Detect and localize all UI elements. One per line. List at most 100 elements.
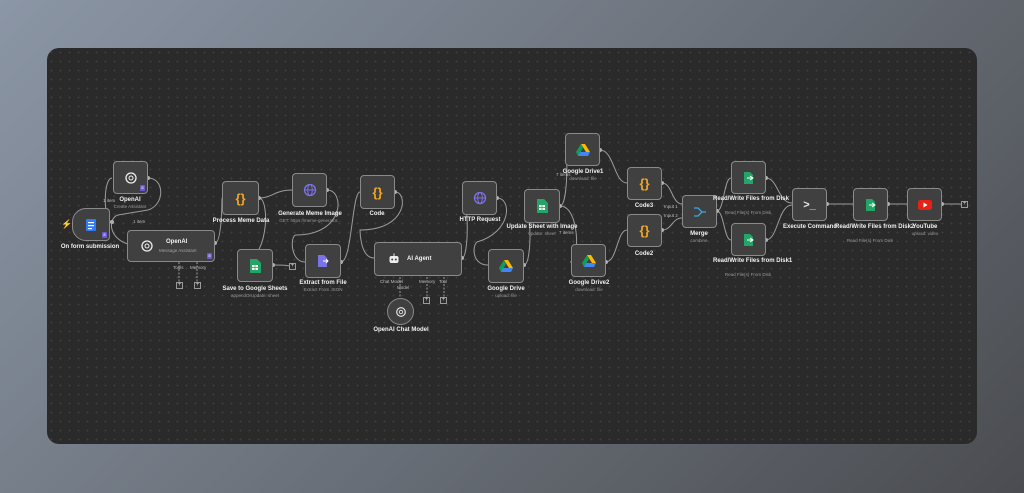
node-label: Read/Write Files from Disk1 bbox=[713, 258, 793, 264]
add-memory-button[interactable]: + bbox=[423, 297, 430, 304]
node-sublabel: GET: https://meme-generator... bbox=[279, 218, 341, 223]
node-sublabel: appendOrUpdate: sheet bbox=[230, 293, 280, 298]
node-label: OpenAI bbox=[166, 239, 188, 245]
node-label: Process Meme Data bbox=[212, 218, 270, 224]
node-process-meme-data[interactable]: {} bbox=[222, 181, 259, 215]
node-rw-disk1[interactable] bbox=[731, 223, 766, 256]
node-label: On form submission bbox=[60, 244, 120, 250]
node-label: Read/Write Files from Disk bbox=[713, 196, 789, 202]
google-sheets-icon bbox=[246, 257, 264, 275]
extract-file-icon bbox=[314, 252, 332, 270]
edge-label: 1 item bbox=[103, 198, 116, 203]
node-google-drive1[interactable] bbox=[565, 133, 600, 166]
robot-icon bbox=[385, 250, 403, 268]
youtube-icon bbox=[916, 196, 934, 214]
openai-icon bbox=[138, 237, 156, 255]
node-label: Code3 bbox=[634, 203, 654, 209]
node-code[interactable]: {} bbox=[360, 175, 395, 209]
add-tool-button[interactable]: + bbox=[176, 282, 183, 289]
node-label: OpenAI bbox=[119, 197, 141, 203]
add-node-button[interactable]: + bbox=[961, 201, 968, 208]
form-icon bbox=[82, 216, 100, 234]
terminal-icon: >_ bbox=[803, 198, 816, 211]
node-ai-agent[interactable]: AI Agent bbox=[374, 242, 462, 276]
node-google-drive2[interactable] bbox=[571, 244, 606, 277]
code-braces-icon: {} bbox=[639, 223, 650, 238]
node-label: Code bbox=[369, 211, 385, 217]
port-tool-label: Tool bbox=[439, 279, 448, 284]
node-save-google-sheets[interactable] bbox=[237, 249, 273, 282]
node-label: Extract from File bbox=[299, 280, 347, 286]
port-tools-label: Tools bbox=[173, 265, 184, 270]
node-youtube[interactable] bbox=[907, 188, 942, 221]
trigger-bolt-icon: ⚡ bbox=[61, 219, 73, 229]
node-update-sheet[interactable] bbox=[524, 189, 560, 223]
node-openai-create[interactable]: 8 bbox=[113, 161, 148, 194]
node-label: Save to Google Sheets bbox=[222, 286, 288, 292]
google-drive-icon bbox=[574, 141, 592, 159]
node-sublabel: Read File(s) From Disk bbox=[724, 210, 772, 215]
node-http-request[interactable] bbox=[462, 181, 497, 215]
code-braces-icon: {} bbox=[372, 184, 383, 200]
port-memory-label: Memory bbox=[419, 279, 436, 284]
node-label: Execute Command bbox=[782, 224, 837, 230]
node-label: Google Drive1 bbox=[562, 169, 604, 175]
disk-file-icon bbox=[740, 231, 758, 249]
edge-label: 7 items bbox=[559, 230, 574, 235]
node-code3[interactable]: {} bbox=[627, 167, 662, 200]
node-code2[interactable]: {} bbox=[627, 214, 662, 247]
merge-input-label: Input 2 bbox=[664, 213, 678, 218]
workflow-canvas[interactable] bbox=[47, 48, 977, 444]
node-label: Update Sheet with Image bbox=[506, 224, 578, 230]
openai-icon bbox=[122, 169, 140, 187]
node-execute-command[interactable]: >_ bbox=[792, 188, 827, 221]
node-label: Merge bbox=[690, 231, 708, 237]
disk-file-icon bbox=[862, 196, 880, 214]
node-badge: 8 bbox=[207, 253, 212, 259]
node-sublabel: combine bbox=[690, 238, 708, 243]
google-drive-icon bbox=[497, 257, 515, 275]
add-memory-button[interactable]: + bbox=[194, 282, 201, 289]
node-sublabel: Message Assistant bbox=[159, 248, 197, 253]
node-openai-message[interactable]: OpenAI Message Assistant 8 bbox=[127, 230, 215, 262]
node-label: Code2 bbox=[634, 251, 654, 257]
node-sublabel: Read File(s) From Disk bbox=[724, 272, 772, 277]
node-merge[interactable] bbox=[682, 195, 717, 228]
globe-icon bbox=[301, 181, 319, 199]
node-form-trigger[interactable]: 8 bbox=[72, 208, 110, 241]
merge-icon bbox=[691, 203, 709, 221]
disk-file-icon bbox=[740, 169, 758, 187]
port-memory-label: Memory bbox=[190, 265, 207, 270]
port-model-required: Model bbox=[397, 285, 410, 290]
edge-label: 7 items bbox=[556, 172, 571, 177]
node-rw-disk[interactable] bbox=[731, 161, 766, 194]
node-badge: 8 bbox=[140, 185, 145, 191]
node-label: OpenAI Chat Model bbox=[373, 327, 429, 333]
node-rw-disk2[interactable] bbox=[853, 188, 888, 221]
node-label: Generate Meme Image bbox=[278, 211, 342, 217]
node-openai-chat-model[interactable] bbox=[387, 298, 414, 325]
node-label: HTTP Request bbox=[459, 217, 501, 223]
openai-icon bbox=[392, 303, 410, 321]
node-label: YouTube bbox=[912, 224, 938, 230]
google-drive-icon bbox=[580, 252, 598, 270]
add-tool-button[interactable]: + bbox=[440, 297, 447, 304]
node-sublabel: upload: file bbox=[495, 293, 517, 298]
code-braces-icon: {} bbox=[235, 190, 246, 206]
node-label: Read/Write Files from Disk2 bbox=[835, 224, 915, 230]
node-generate-meme-image[interactable] bbox=[292, 173, 327, 207]
node-sublabel: update: sheet bbox=[528, 231, 556, 236]
node-sublabel: upload: video bbox=[911, 231, 939, 236]
node-label: AI Agent bbox=[407, 256, 432, 262]
node-sublabel: Read File(s) From Disk bbox=[846, 238, 894, 243]
node-label: Google Drive2 bbox=[568, 280, 610, 286]
node-sublabel: download: file bbox=[575, 287, 603, 292]
node-google-drive[interactable] bbox=[488, 249, 524, 283]
merge-input-label: Input 1 bbox=[664, 204, 678, 209]
node-extract-from-file[interactable] bbox=[305, 244, 341, 278]
node-sublabel: Create Assistant bbox=[113, 204, 147, 209]
add-node-button[interactable]: + bbox=[289, 263, 296, 270]
node-sublabel: download: file bbox=[569, 176, 597, 181]
node-label: Google Drive bbox=[487, 286, 525, 292]
edge-label: 1 item bbox=[133, 219, 146, 224]
